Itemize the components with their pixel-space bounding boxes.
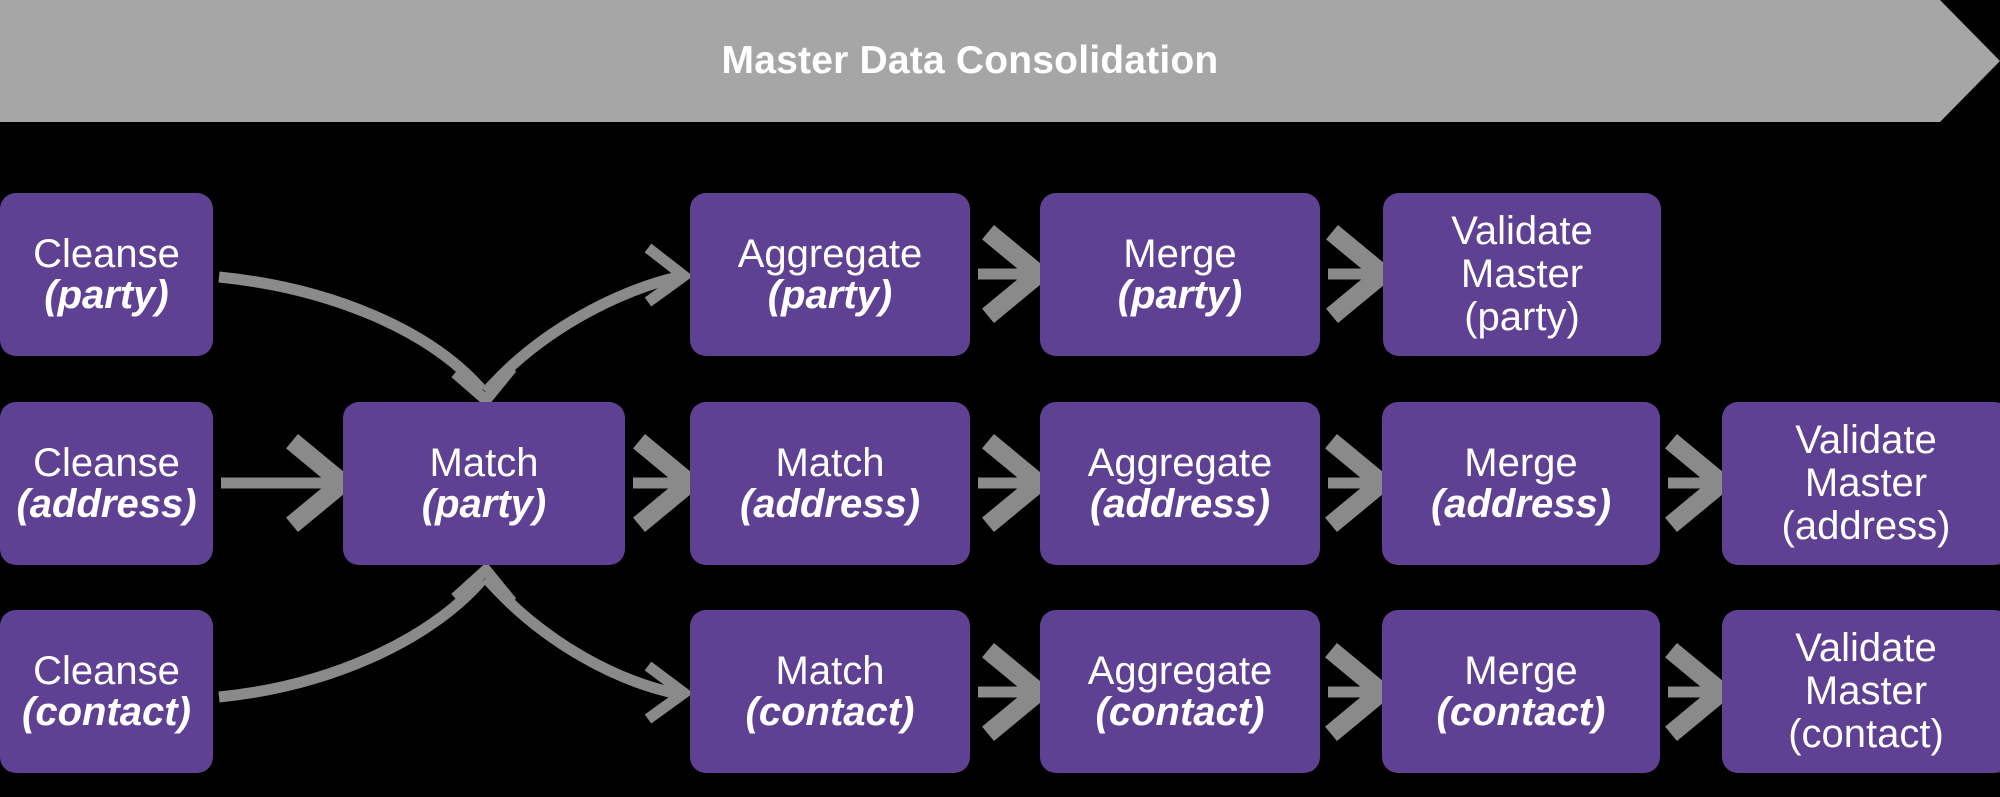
node-line-2: (address) xyxy=(1430,481,1612,526)
node-line-1: Match xyxy=(429,440,539,485)
node-line-1: Aggregate xyxy=(1087,440,1273,485)
edge-cleanse-contact-to-match-contact xyxy=(481,574,680,700)
edge-cleanse-contact-to-match-party xyxy=(218,576,487,703)
node-line-2: (contact) xyxy=(22,689,191,734)
node-validate-master-contact[interactable]: Validate Master (contact) xyxy=(1722,610,2000,773)
arrowhead-down-into-match-party xyxy=(451,364,517,408)
node-match-address[interactable]: Match (address) xyxy=(690,402,970,565)
node-line-2: (party) xyxy=(44,272,169,317)
node-line-3: (contact) xyxy=(1788,712,1944,757)
banner-master-data-consolidation: Master Data Consolidation xyxy=(0,0,2000,122)
node-line-1: Cleanse xyxy=(33,440,180,485)
node-merge-party[interactable]: Merge (party) xyxy=(1040,193,1320,356)
node-line-1: Cleanse xyxy=(33,231,180,276)
node-match-contact[interactable]: Match (contact) xyxy=(690,610,970,773)
arrowhead-up-into-match-party xyxy=(451,562,517,606)
node-line-1: Merge xyxy=(1123,231,1237,276)
node-line-2: (party) xyxy=(421,481,547,526)
node-merge-address[interactable]: Merge (address) xyxy=(1382,402,1660,565)
node-cleanse-address[interactable]: Cleanse (address) xyxy=(0,402,213,565)
edge-match-party-to-aggregate-party xyxy=(481,271,680,396)
node-aggregate-contact[interactable]: Aggregate (contact) xyxy=(1040,610,1320,773)
banner-title: Master Data Consolidation xyxy=(721,39,1219,82)
node-line-1: Merge xyxy=(1464,440,1578,485)
node-match-party[interactable]: Match (party) xyxy=(343,402,625,565)
edge-cleanse-party-to-match-party xyxy=(218,271,487,394)
node-line-1: Match xyxy=(775,440,885,485)
arrowhead-right-into-aggregate-party xyxy=(644,243,694,307)
node-validate-master-address[interactable]: Validate Master (address) xyxy=(1722,402,2000,565)
node-line-2: (contact) xyxy=(1095,689,1265,734)
node-line-1: Validate xyxy=(1795,625,1937,670)
node-line-2: (contact) xyxy=(745,689,915,734)
node-line-1: Match xyxy=(775,648,885,693)
node-line-2: (party) xyxy=(1117,272,1243,317)
arrowhead-right-into-match-contact xyxy=(644,661,694,724)
node-line-1: Validate xyxy=(1795,417,1937,462)
node-aggregate-party[interactable]: Aggregate (party) xyxy=(690,193,970,356)
node-line-2: Master xyxy=(1804,460,1928,505)
node-line-1: Aggregate xyxy=(737,231,923,276)
node-cleanse-contact[interactable]: Cleanse (contact) xyxy=(0,610,213,773)
node-line-1: Cleanse xyxy=(33,648,180,693)
node-line-2: (contact) xyxy=(1436,689,1606,734)
node-line-1: Validate xyxy=(1451,208,1593,253)
node-line-2: Master xyxy=(1460,251,1584,296)
node-validate-master-party[interactable]: Validate Master (party) xyxy=(1383,193,1661,356)
node-line-2: (address) xyxy=(1089,481,1271,526)
node-line-2: (address) xyxy=(739,481,921,526)
node-line-3: (address) xyxy=(1781,504,1951,549)
node-merge-contact[interactable]: Merge (contact) xyxy=(1382,610,1660,773)
node-aggregate-address[interactable]: Aggregate (address) xyxy=(1040,402,1320,565)
node-line-1: Aggregate xyxy=(1087,648,1273,693)
node-cleanse-party[interactable]: Cleanse (party) xyxy=(0,193,213,356)
node-line-3: (party) xyxy=(1464,295,1580,340)
node-line-2: Master xyxy=(1804,668,1928,713)
node-line-2: (address) xyxy=(16,481,197,526)
node-line-1: Merge xyxy=(1464,648,1578,693)
node-line-2: (party) xyxy=(767,272,893,317)
banner-chevron-shape xyxy=(0,0,2000,122)
